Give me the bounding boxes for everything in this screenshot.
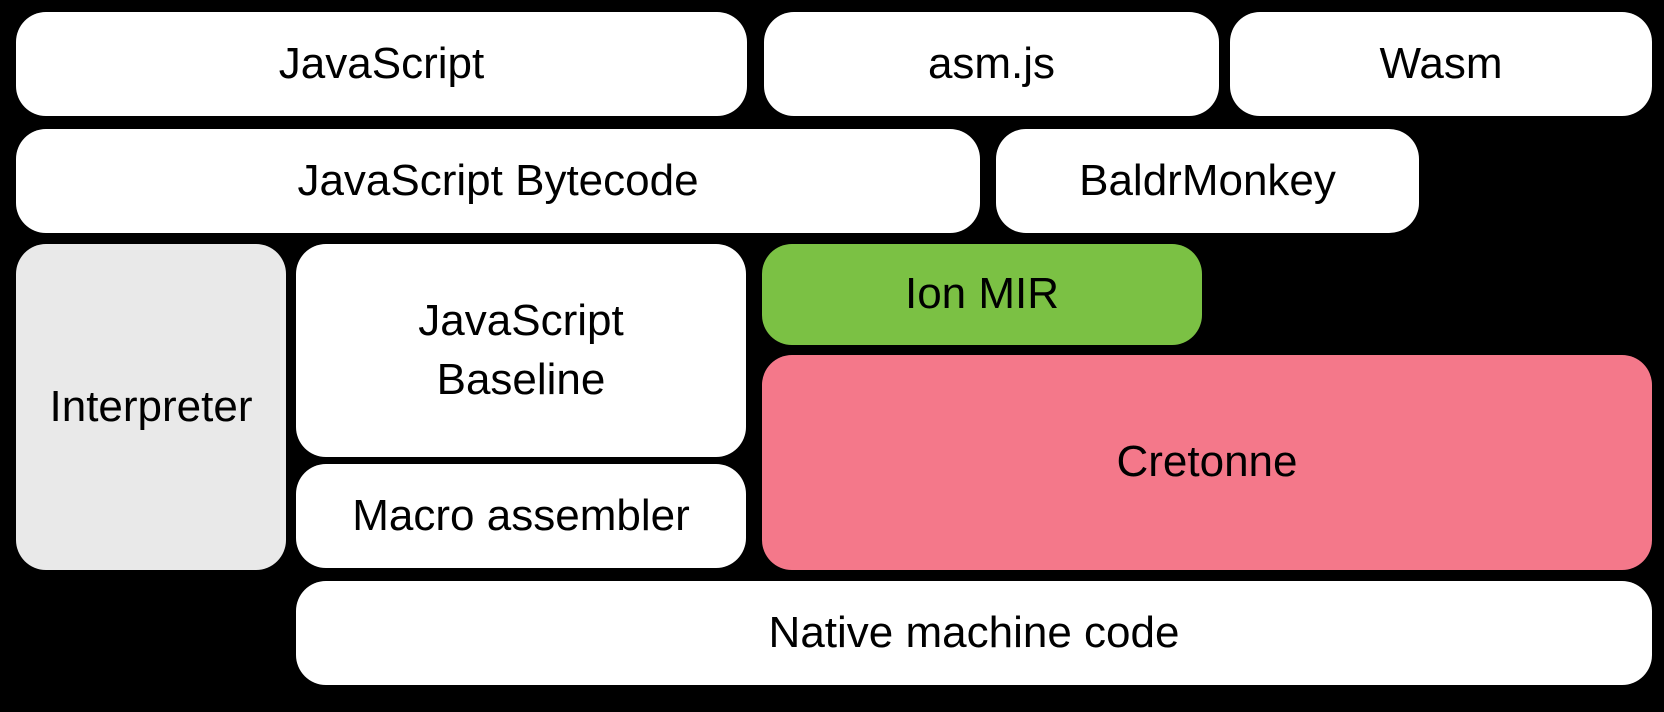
node-native-machine-code: Native machine code xyxy=(296,581,1652,685)
node-javascript-baseline: JavaScript Baseline xyxy=(296,244,746,457)
node-wasm: Wasm xyxy=(1230,12,1652,116)
node-macro-assembler-label: Macro assembler xyxy=(352,490,690,540)
node-ion-mir-label: Ion MIR xyxy=(904,269,1060,319)
node-interpreter: Interpreter xyxy=(16,244,286,570)
node-javascript-label: JavaScript xyxy=(278,38,485,88)
node-baldrmonkey: BaldrMonkey xyxy=(996,129,1419,233)
node-ion-mir: Ion MIR xyxy=(762,244,1202,345)
node-interpreter-label: Interpreter xyxy=(49,381,253,431)
node-asmjs: asm.js xyxy=(764,12,1219,116)
node-javascript-bytecode-label: JavaScript Bytecode xyxy=(297,155,699,205)
node-asmjs-label: asm.js xyxy=(927,38,1056,88)
node-javascript-baseline-label: JavaScript Baseline xyxy=(418,296,624,404)
node-javascript: JavaScript xyxy=(16,12,747,116)
node-macro-assembler: Macro assembler xyxy=(296,464,746,568)
node-wasm-label: Wasm xyxy=(1379,38,1503,88)
node-cretonne-label: Cretonne xyxy=(1116,437,1298,487)
node-baldrmonkey-label: BaldrMonkey xyxy=(1079,155,1336,205)
node-cretonne: Cretonne xyxy=(762,355,1652,570)
node-javascript-bytecode: JavaScript Bytecode xyxy=(16,129,980,233)
node-native-machine-code-label: Native machine code xyxy=(768,607,1180,657)
